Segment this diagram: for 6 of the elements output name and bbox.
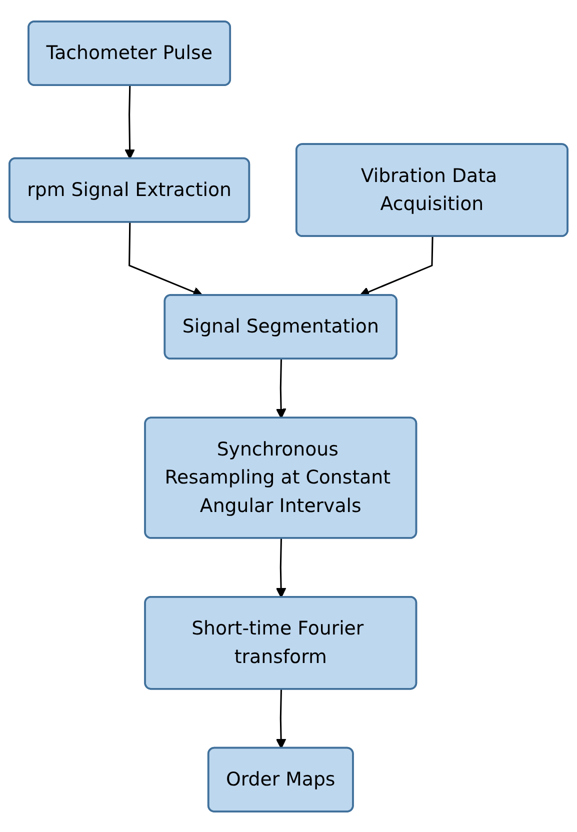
arrow — [276, 688, 286, 748]
arrow — [276, 358, 286, 418]
arrow — [359, 236, 434, 296]
arrow — [128, 222, 204, 296]
arrow — [124, 85, 135, 159]
arrow — [276, 538, 286, 598]
